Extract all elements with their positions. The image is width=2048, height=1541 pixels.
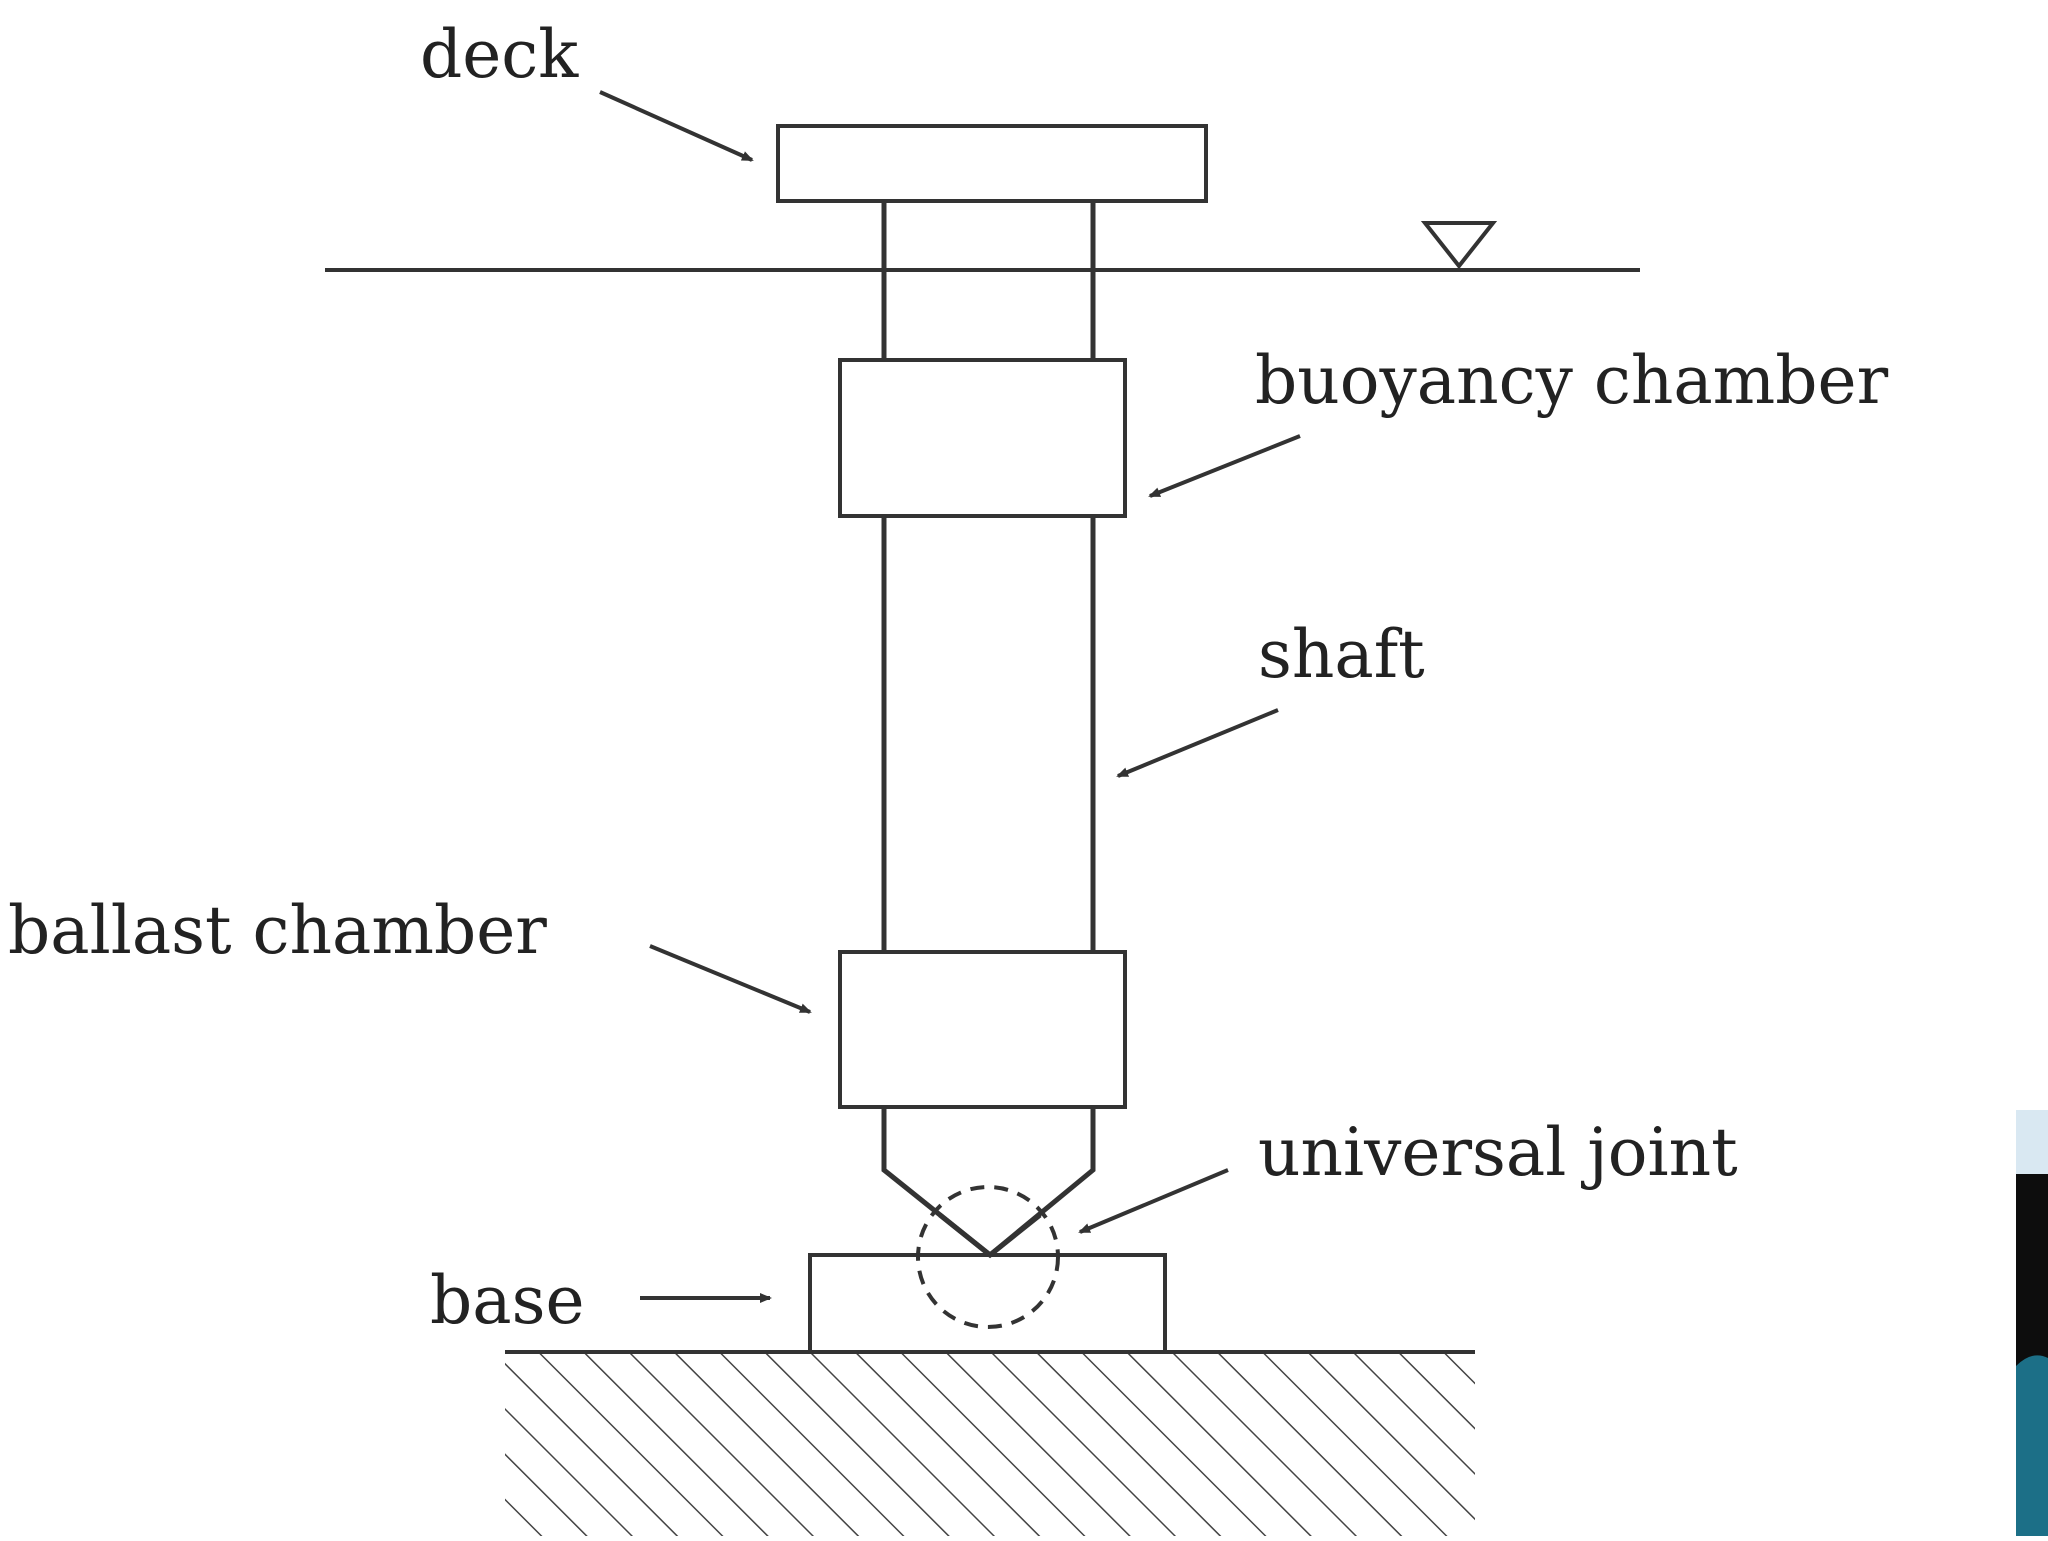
water-level-triangle-icon bbox=[1420, 221, 1498, 270]
conical-tip bbox=[881, 1107, 1096, 1259]
deck-label: deck bbox=[420, 16, 579, 93]
ballast-chamber-arrow bbox=[649, 944, 812, 1014]
shaft-label: shaft bbox=[1258, 616, 1425, 693]
base-label: base bbox=[430, 1262, 585, 1339]
ballast-chamber-label: ballast chamber bbox=[8, 892, 547, 969]
shaft-arrow bbox=[1116, 708, 1279, 778]
deck-shape bbox=[776, 124, 1208, 203]
seabed-hatch bbox=[505, 1352, 1475, 1536]
universal-joint-label: universal joint bbox=[1258, 1114, 1738, 1191]
buoyancy-chamber-shape bbox=[838, 358, 1127, 518]
deck-arrow bbox=[599, 90, 754, 162]
edge-panel-art bbox=[2016, 1110, 2048, 1536]
edge-panel bbox=[2016, 1110, 2048, 1536]
universal-joint-arrow bbox=[1078, 1168, 1229, 1234]
universal-joint-circle bbox=[916, 1185, 1060, 1329]
conical-tip-over-base bbox=[938, 1213, 1042, 1259]
ballast-chamber-shape bbox=[838, 950, 1127, 1109]
buoyancy-chamber-arrow bbox=[1148, 434, 1301, 498]
buoyancy-chamber-label: buoyancy chamber bbox=[1255, 342, 1889, 419]
base-shape bbox=[808, 1253, 1167, 1354]
